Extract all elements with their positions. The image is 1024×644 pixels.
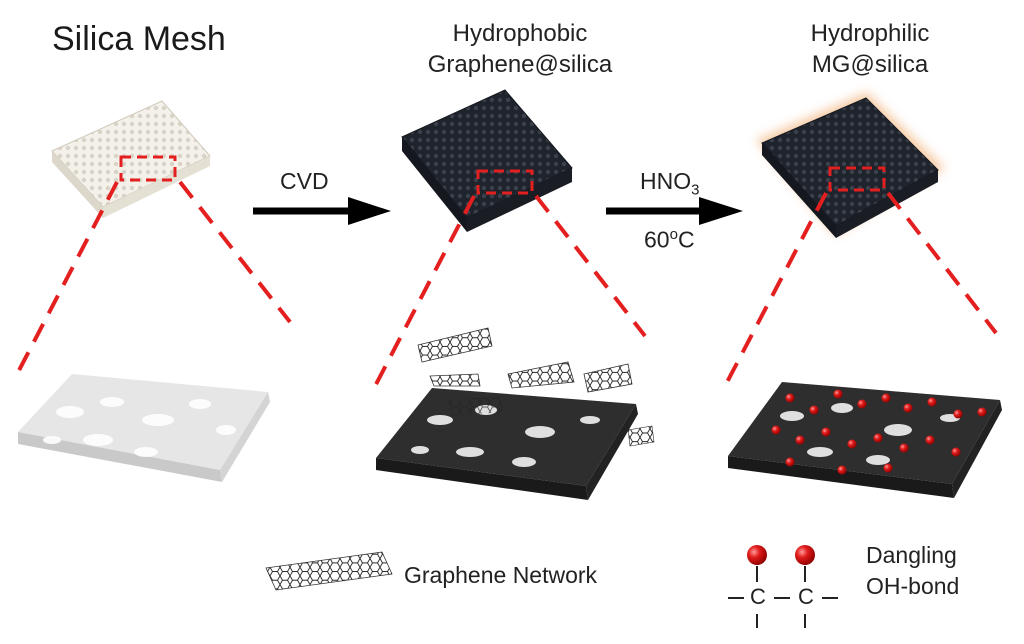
graphene-silica-block	[401, 89, 573, 232]
silica-porous-structure	[18, 374, 270, 482]
dangling-oh-line2: OH-bond	[866, 573, 960, 599]
carbon-atom-1: C	[750, 584, 766, 609]
oh-sphere-icon	[747, 545, 767, 565]
oh-sphere-icon	[795, 545, 815, 565]
zoom-line-left-graphene	[370, 195, 476, 393]
hno3-arrow	[606, 197, 743, 225]
graphene-title-line2: Graphene@silica	[427, 51, 613, 78]
mg-title-line2: MG@silica	[811, 51, 929, 78]
graphene-title-line1: Hydrophobic	[452, 20, 588, 47]
mg-title: Hydrophilic MG@silica	[770, 18, 970, 80]
zoom-box-graphene	[476, 169, 534, 195]
cvd-label: CVD	[280, 168, 329, 194]
zoom-line-right-graphene	[534, 194, 647, 338]
graphene-porous-structure	[376, 388, 655, 500]
mg-silica-block	[756, 92, 945, 238]
zoom-line-left-mg	[722, 192, 828, 389]
hno3-label: HNO3	[640, 168, 700, 199]
graphene-sheets-floating	[417, 327, 633, 393]
graphene-network-label: Graphene Network	[404, 562, 598, 588]
dangling-oh-line1: Dangling	[866, 542, 957, 568]
mg-title-line1: Hydrophilic	[810, 20, 930, 47]
zoom-line-left-silica	[12, 181, 119, 381]
silica-mesh-block	[51, 100, 211, 218]
graphene-title: Hydrophobic Graphene@silica	[420, 18, 620, 80]
zoom-box-silica	[119, 155, 177, 182]
temperature-label: 60oC	[644, 226, 695, 253]
zoom-box-mg	[828, 166, 886, 192]
zoom-line-right-silica	[178, 180, 292, 324]
cvd-arrow	[253, 197, 391, 225]
dangling-oh-legend-icon	[728, 545, 838, 628]
silica-mesh-title: Silica Mesh	[52, 20, 226, 58]
carbon-atom-2: C	[798, 584, 814, 609]
mg-porous-structure	[728, 382, 1002, 498]
dangling-oh-label: Dangling OH-bond	[866, 540, 959, 602]
zoom-line-right-mg	[886, 191, 998, 335]
graphene-network-legend-icon	[265, 551, 393, 591]
